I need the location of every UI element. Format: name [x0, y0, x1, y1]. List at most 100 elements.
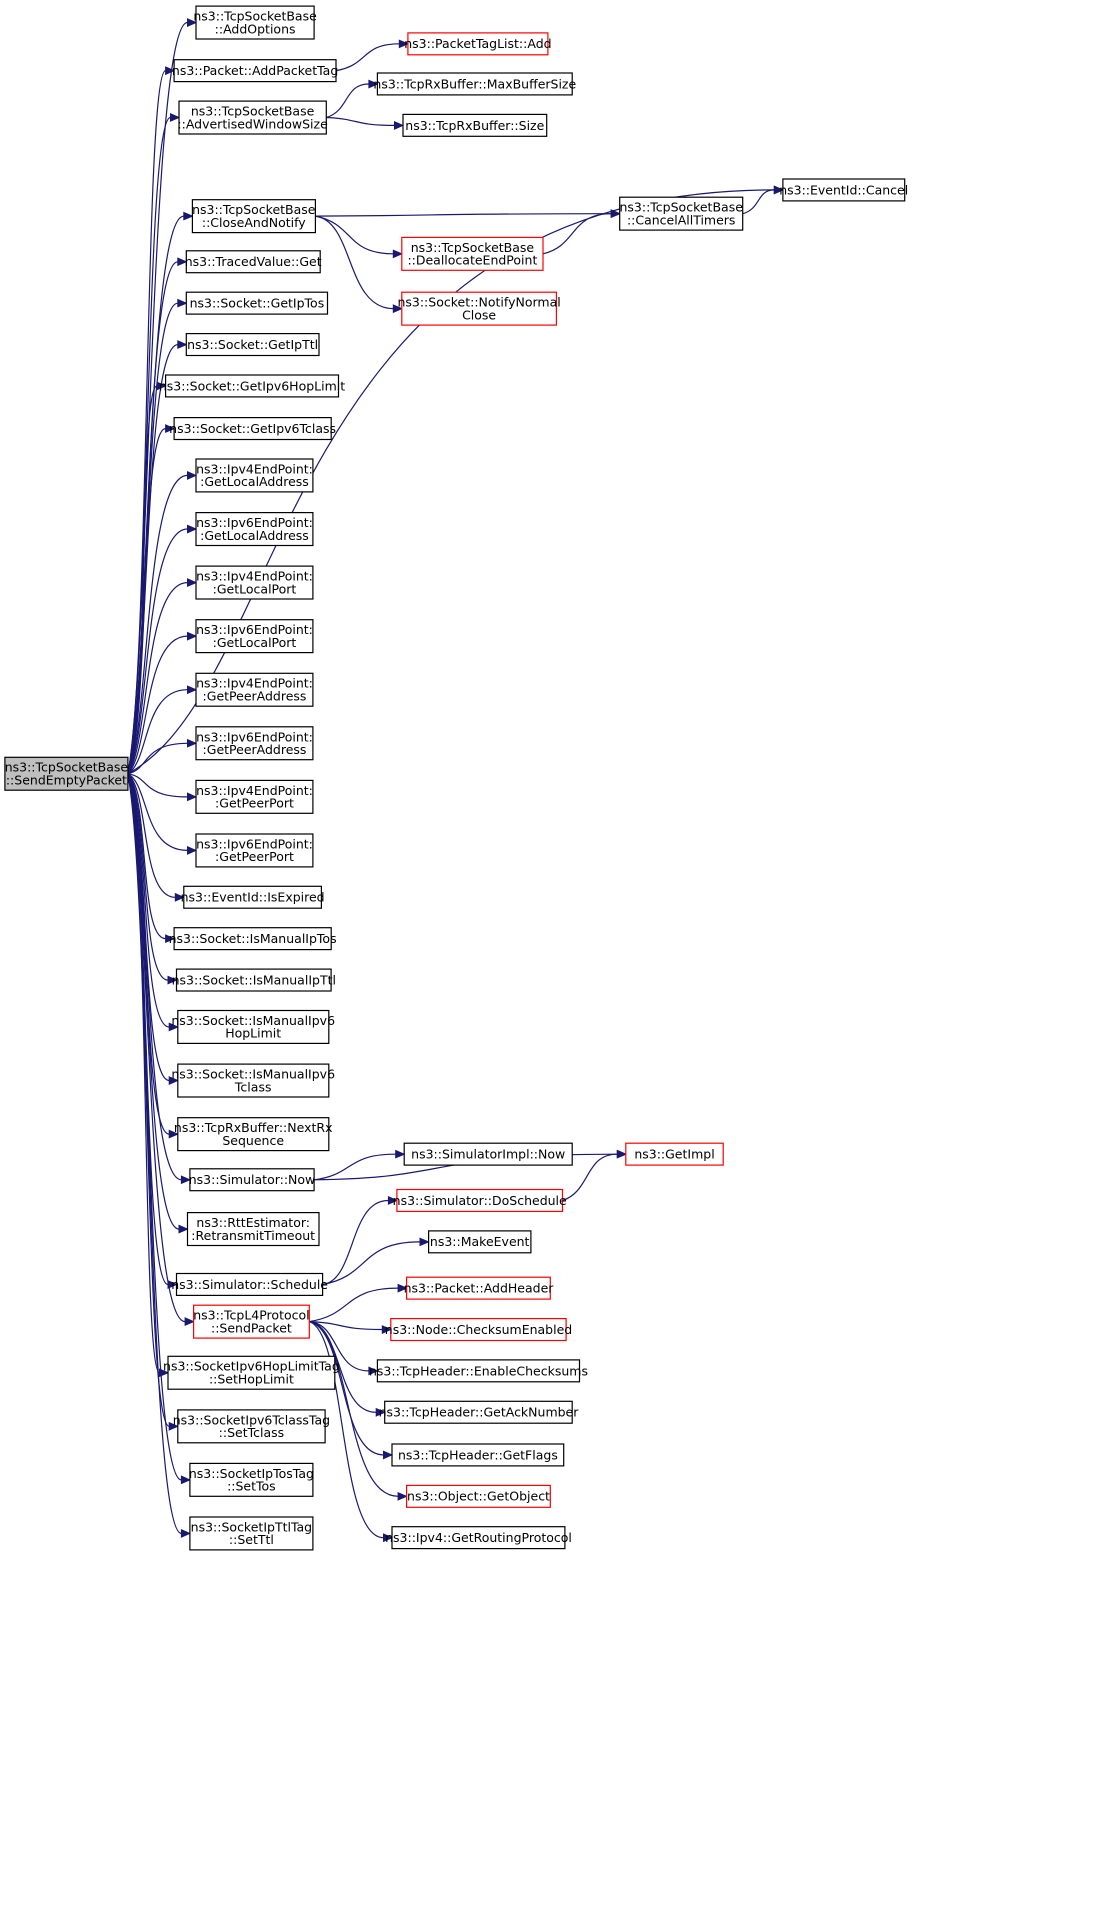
node-label-line: :GetPeerPort	[215, 796, 294, 811]
node-simNow[interactable]: ns3::Simulator::Now	[189, 1168, 316, 1192]
node-label-line: :GetLocalPort	[213, 635, 297, 650]
node-label-line: ns3::SocketIpTosTag	[189, 1466, 314, 1481]
arrowhead-icon	[177, 298, 188, 308]
node-simImplNow[interactable]: ns3::SimulatorImpl::Now	[403, 1142, 573, 1166]
node-addPacketTag[interactable]: ns3::Packet::AddPacketTag	[172, 59, 338, 83]
node-label-line: ns3::Simulator::DoSchedule	[393, 1193, 567, 1208]
node-maxBufSize[interactable]: ns3::TcpRxBuffer::MaxBufferSize	[373, 72, 577, 96]
node-getFlags[interactable]: ns3::TcpHeader::GetFlags	[391, 1443, 565, 1467]
node-getRouting[interactable]: ns3::Ipv4::GetRoutingProtocol	[385, 1526, 572, 1550]
node-box	[193, 1304, 310, 1339]
arrowhead-icon	[187, 738, 198, 748]
node-isManTtl[interactable]: ns3::Socket::IsManualIpTtl	[172, 968, 336, 992]
node-box	[175, 968, 332, 992]
node-box	[401, 236, 544, 271]
arrowhead-icon	[168, 1022, 180, 1032]
node-isExpired[interactable]: ns3::EventId::IsExpired	[181, 885, 325, 909]
arrowhead-icon	[174, 892, 186, 902]
arrowhead-icon	[398, 39, 410, 49]
arrowhead-icon	[167, 975, 178, 985]
node-rxSize[interactable]: ns3::TcpRxBuffer::Size	[402, 113, 548, 137]
arrowhead-icon	[168, 1129, 180, 1139]
node-packetTagListAdd[interactable]: ns3::PacketTagList::Add	[404, 32, 552, 56]
node-box	[195, 511, 314, 547]
node-doSchedule[interactable]: ns3::Simulator::DoSchedule	[393, 1188, 567, 1212]
node-makeEvent[interactable]: ns3::MakeEvent	[428, 1230, 532, 1254]
node-label-line: ns3::Ipv6EndPoint:	[196, 622, 313, 637]
node-getIpv6Tclass[interactable]: ns3::Socket::GetIpv6Tclass	[169, 417, 336, 441]
edge-closeNotify-to-deallocEP	[315, 215, 404, 259]
node-box	[173, 927, 332, 951]
edge-deallocEP-to-cancelTimers	[542, 209, 621, 255]
arrowhead-icon	[187, 471, 198, 480]
node-label-line: ns3::EventId::IsExpired	[181, 890, 325, 905]
node-label-line: ::AdvertisedWindowSize	[177, 116, 328, 131]
node-isManTos[interactable]: ns3::Socket::IsManualIpTos	[169, 927, 337, 951]
node-box	[402, 113, 548, 137]
node-label-line: ns3::TcpSocketBase	[193, 9, 317, 24]
node-setTos[interactable]: ns3::SocketIpTosTag::SetTos	[189, 1462, 314, 1497]
node-root[interactable]: ns3::TcpSocketBase::SendEmptyPacket	[4, 756, 129, 791]
node-v4PeerAddr[interactable]: ns3::Ipv4EndPoint::GetPeerAddress	[195, 672, 314, 707]
node-v6LocalAddr[interactable]: ns3::Ipv6EndPoint::GetLocalAddress	[195, 511, 314, 547]
node-label-line: ns3::Socket::NotifyNormal	[397, 295, 560, 310]
node-label-line: ns3::TcpL4Protocol	[193, 1308, 309, 1323]
node-getIpTos[interactable]: ns3::Socket::GetIpTos	[185, 291, 329, 315]
node-box	[4, 756, 129, 791]
node-box	[391, 1443, 565, 1467]
node-getImpl[interactable]: ns3::GetImpl	[625, 1142, 724, 1166]
node-v6PeerAddr[interactable]: ns3::Ipv6EndPoint::GetPeerAddress	[195, 726, 314, 761]
node-getIpv6Hop[interactable]: ns3::Socket::GetIpv6HopLimit	[159, 374, 345, 398]
node-label-line: ns3::TcpSocketBase	[191, 104, 315, 119]
node-box	[178, 100, 327, 135]
node-rtoEst[interactable]: ns3::RttEstimator::RetransmitTimeout	[186, 1211, 320, 1247]
node-box	[195, 779, 314, 814]
node-tracedGet[interactable]: ns3::TracedValue::Get	[185, 250, 322, 274]
node-label-line: ns3::TcpRxBuffer::MaxBufferSize	[373, 76, 576, 91]
edge-l4Send-to-addHeader	[309, 1283, 408, 1323]
node-setHopLimit[interactable]: ns3::SocketIpv6HopLimitTag::SetHopLimit	[163, 1355, 340, 1390]
node-v6PeerPort[interactable]: ns3::Ipv6EndPoint::GetPeerPort	[195, 833, 314, 868]
node-cancelTimers[interactable]: ns3::TcpSocketBase::CancelAllTimers	[619, 196, 744, 231]
arrowhead-icon	[170, 113, 181, 122]
node-getIpTtl[interactable]: ns3::Socket::GetIpTtl	[185, 333, 320, 357]
node-box	[195, 672, 314, 707]
node-box	[186, 1211, 320, 1247]
node-addOptions[interactable]: ns3::TcpSocketBase::AddOptions	[193, 5, 317, 40]
node-getObject[interactable]: ns3::Object::GetObject	[406, 1484, 551, 1508]
node-label-line: ns3::Ipv4EndPoint:	[196, 569, 313, 584]
node-setTtl[interactable]: ns3::SocketIpTtlTag::SetTtl	[189, 1516, 314, 1551]
node-box	[407, 32, 549, 56]
node-v4LocalAddr[interactable]: ns3::Ipv4EndPoint::GetLocalAddress	[195, 458, 314, 493]
node-label-line: Close	[462, 307, 496, 322]
arrowhead-icon	[773, 185, 785, 195]
node-l4Send[interactable]: ns3::TcpL4Protocol::SendPacket	[193, 1304, 310, 1339]
node-v4LocalPort[interactable]: ns3::Ipv4EndPoint::GetLocalPort	[195, 565, 314, 600]
node-addHeader[interactable]: ns3::Packet::AddHeader	[404, 1276, 555, 1300]
node-label-line: ::SetTtl	[229, 1532, 274, 1547]
node-label-line: :GetPeerPort	[215, 849, 294, 864]
node-deallocEP[interactable]: ns3::TcpSocketBase::DeallocateEndPoint	[401, 236, 544, 271]
node-setTclass[interactable]: ns3::SocketIpv6TclassTag::SetTclass	[173, 1409, 330, 1444]
node-box	[173, 417, 332, 441]
node-getAckNum[interactable]: ns3::TcpHeader::GetAckNumber	[379, 1400, 580, 1424]
node-box	[406, 1276, 551, 1300]
node-enableChk[interactable]: ns3::TcpHeader::EnableChecksums	[369, 1359, 588, 1383]
node-v6LocalPort[interactable]: ns3::Ipv6EndPoint::GetLocalPort	[195, 619, 314, 654]
node-advWindow[interactable]: ns3::TcpSocketBase::AdvertisedWindowSize	[177, 100, 328, 135]
arrowhead-icon	[616, 1149, 628, 1159]
node-checksumEn[interactable]: ns3::Node::ChecksumEnabled	[385, 1317, 572, 1342]
node-label-line: ns3::SocketIpv6HopLimitTag	[163, 1359, 340, 1374]
node-simSchedule[interactable]: ns3::Simulator::Schedule	[171, 1272, 328, 1296]
node-v4PeerPort[interactable]: ns3::Ipv4EndPoint::GetPeerPort	[195, 779, 314, 814]
node-label-line: ns3::Ipv4EndPoint:	[196, 461, 313, 476]
node-label-line: ns3::Ipv6EndPoint:	[196, 729, 313, 744]
node-eventCancel[interactable]: ns3::EventId::Cancel	[779, 178, 908, 202]
node-label-line: ns3::Socket::GetIpv6HopLimit	[159, 378, 345, 393]
node-closeNotify[interactable]: ns3::TcpSocketBase::CloseAndNotify	[191, 199, 316, 234]
